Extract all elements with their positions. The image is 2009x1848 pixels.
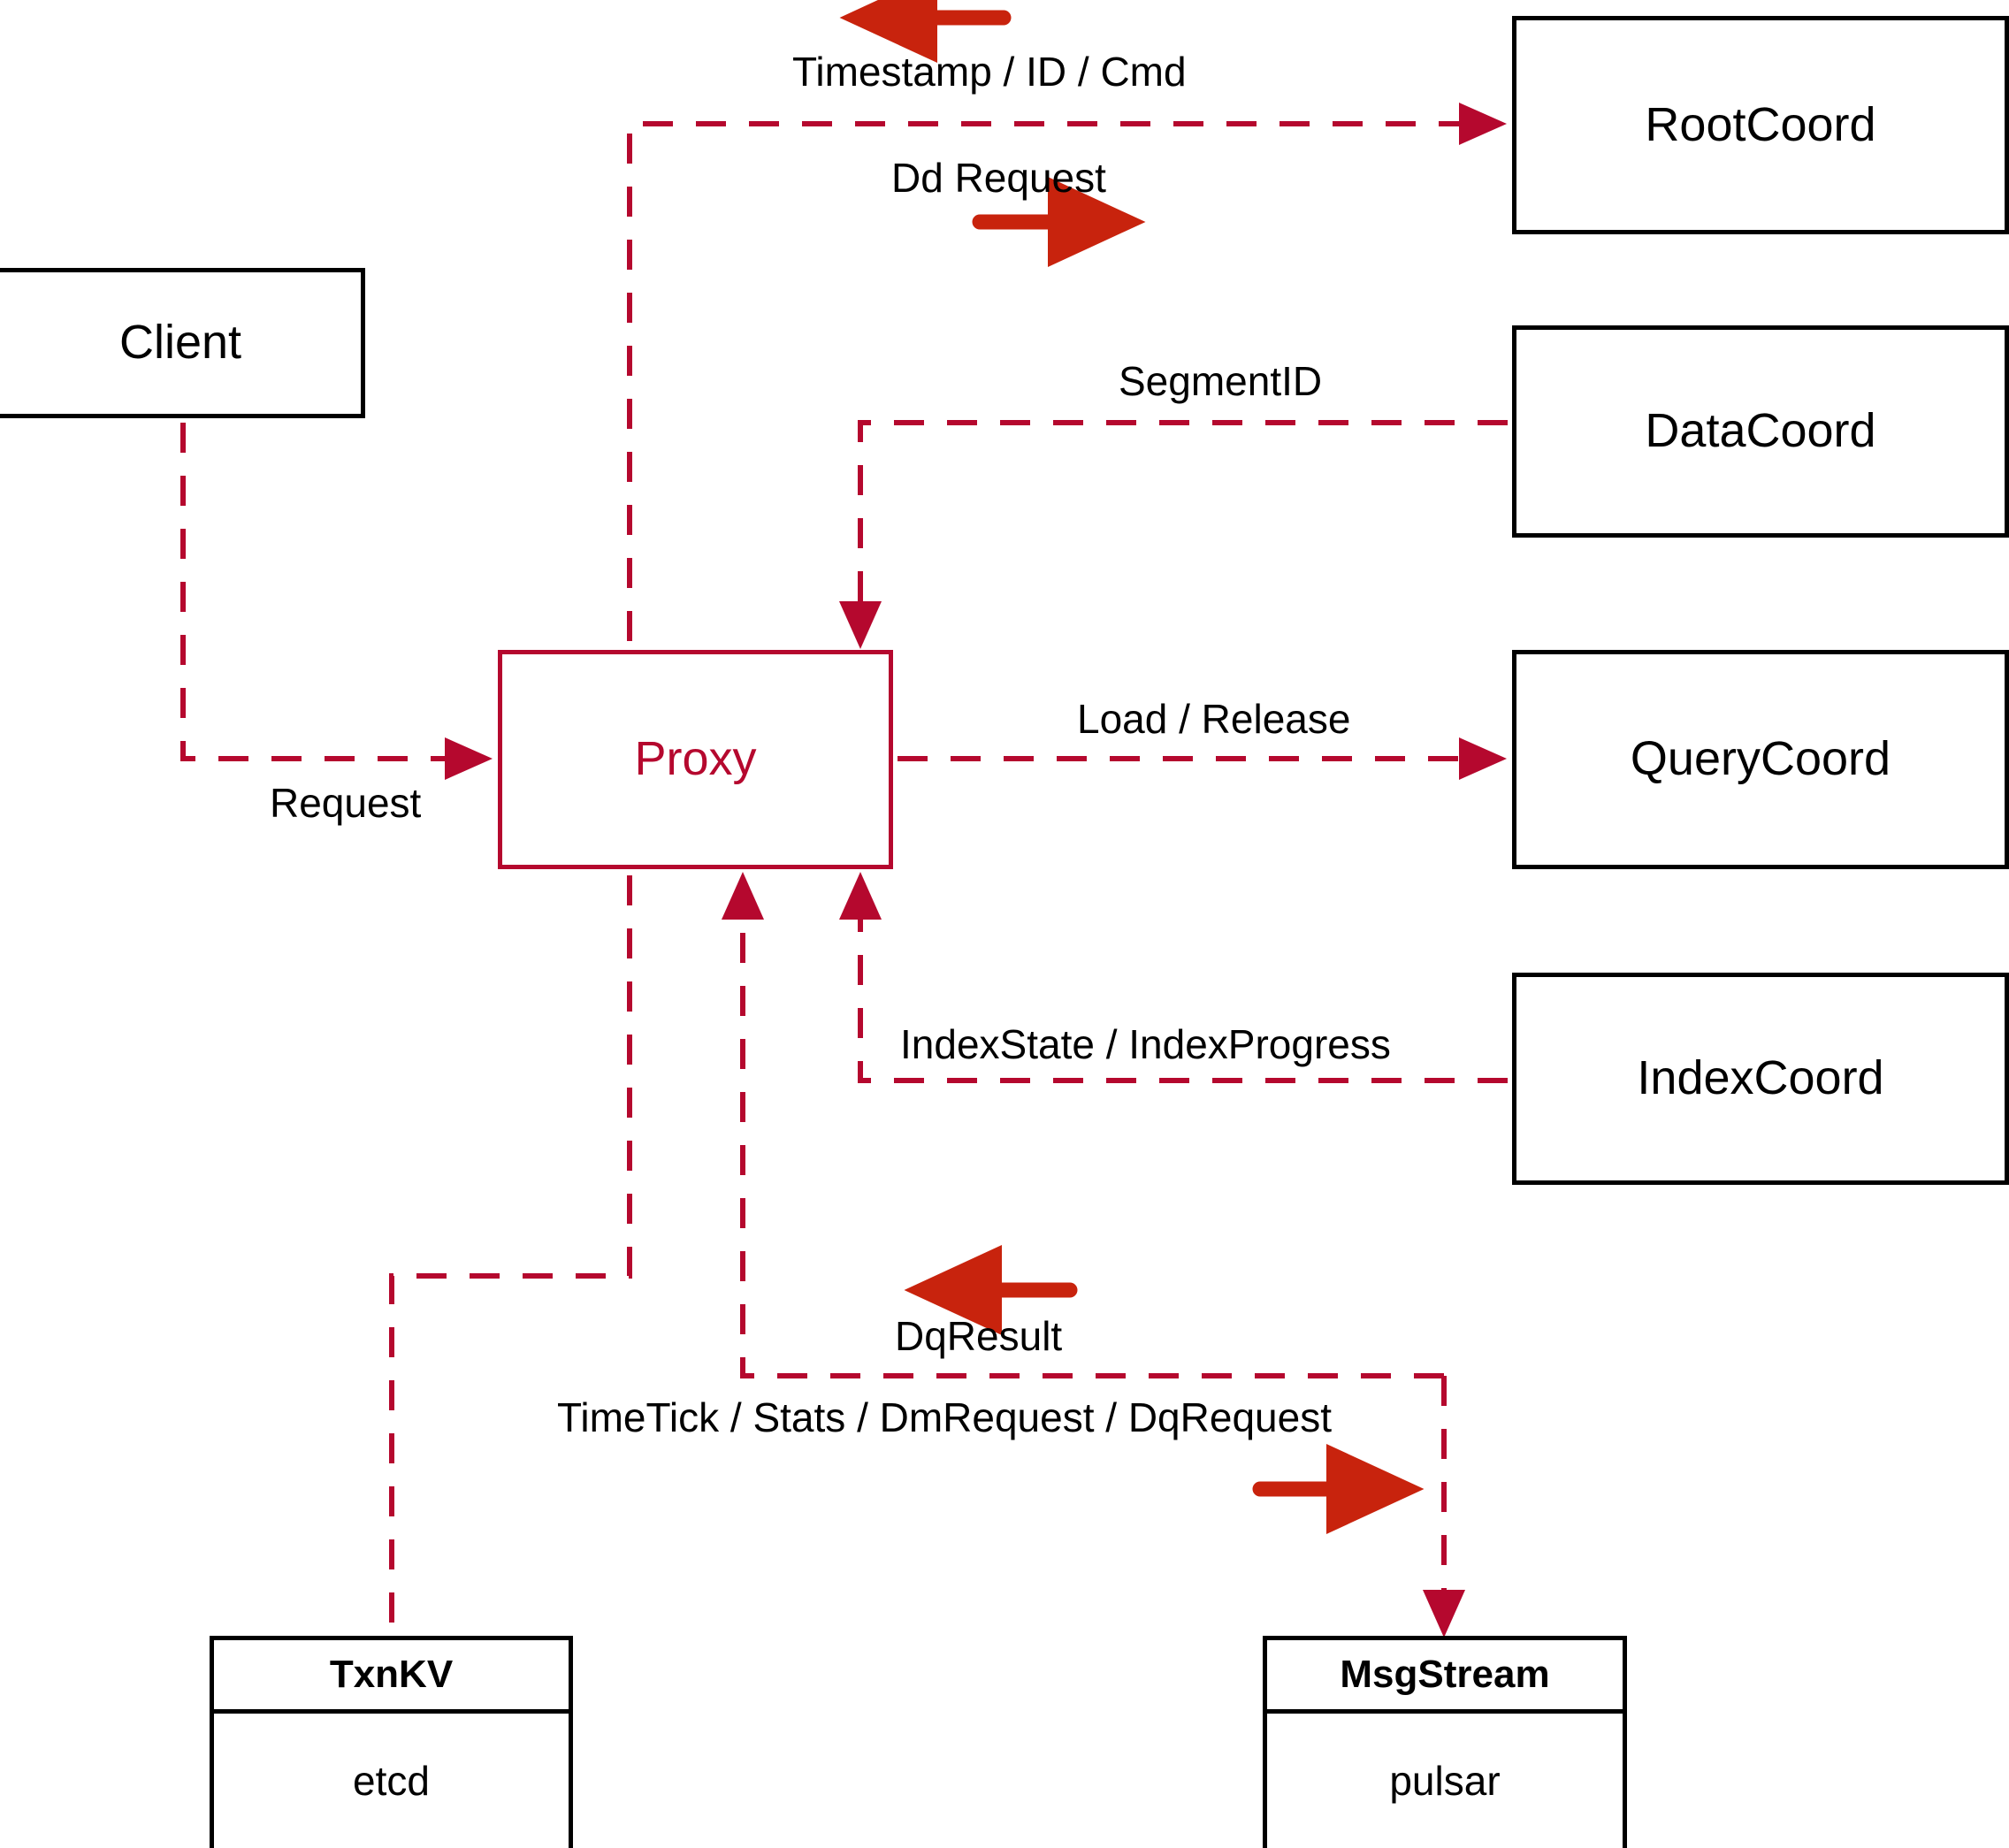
node-proxy[interactable]: Proxy xyxy=(498,650,893,869)
node-msgstream-impl: pulsar xyxy=(1389,1758,1501,1804)
node-indexcoord-label: IndexCoord xyxy=(1637,1051,1884,1105)
node-datacoord[interactable]: DataCoord xyxy=(1512,325,2009,538)
node-msgstream[interactable]: MsgStream pulsar xyxy=(1263,1636,1627,1848)
node-rootcoord[interactable]: RootCoord xyxy=(1512,16,2009,234)
edge-label-dd-request: Dd Request xyxy=(891,155,1106,201)
node-txnkv-body: etcd xyxy=(214,1714,569,1848)
node-indexcoord[interactable]: IndexCoord xyxy=(1512,973,2009,1185)
edge-label-request: Request xyxy=(270,780,422,826)
edge-label-load-release: Load / Release xyxy=(1077,696,1351,742)
node-datacoord-label: DataCoord xyxy=(1645,404,1876,458)
edge-label-timestamp-id-cmd: Timestamp / ID / Cmd xyxy=(792,49,1187,95)
edge-proxy-to-rootcoord xyxy=(627,103,1507,641)
edge-msgstream-to-proxy xyxy=(722,872,1444,1378)
node-rootcoord-label: RootCoord xyxy=(1645,97,1876,151)
edge-datacoord-to-proxy xyxy=(839,420,1508,649)
node-querycoord-label: QueryCoord xyxy=(1630,732,1891,786)
edge-label-timetick-stats: TimeTick / Stats / DmRequest / DqRequest xyxy=(557,1394,1332,1440)
node-msgstream-label: MsgStream xyxy=(1340,1653,1550,1696)
edge-proxy-to-txnkv xyxy=(389,875,632,1631)
node-msgstream-body: pulsar xyxy=(1267,1714,1623,1848)
edge-label-index-state-progress: IndexState / IndexProgress xyxy=(900,1021,1391,1067)
node-txnkv[interactable]: TxnKV etcd xyxy=(210,1636,573,1848)
node-msgstream-header: MsgStream xyxy=(1267,1640,1623,1714)
node-querycoord[interactable]: QueryCoord xyxy=(1512,650,2009,869)
edge-client-to-proxy xyxy=(180,423,493,780)
edge-label-segment-id: SegmentID xyxy=(1119,358,1323,404)
node-client-label: Client xyxy=(118,316,242,370)
edge-label-dq-result: DqResult xyxy=(895,1313,1063,1359)
node-txnkv-header: TxnKV xyxy=(214,1640,569,1714)
node-txnkv-impl: etcd xyxy=(353,1758,430,1804)
node-txnkv-label: TxnKV xyxy=(329,1653,454,1696)
node-proxy-label: Proxy xyxy=(634,732,757,786)
node-client[interactable]: Client xyxy=(0,268,365,418)
